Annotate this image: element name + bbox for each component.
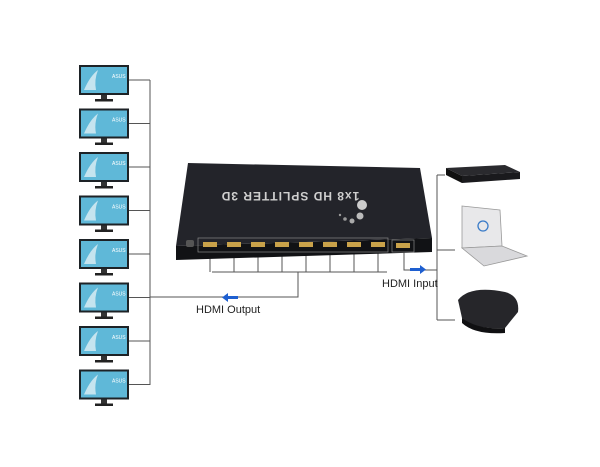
splitter-device: 1x8 HD SPLITTER 3D — [176, 163, 432, 260]
blu-ray-player — [446, 165, 520, 183]
input-arrow-icon — [410, 265, 426, 274]
power-jack — [186, 240, 194, 247]
hdmi-output-port — [323, 242, 337, 247]
monitor-brand: ASUS — [112, 118, 126, 124]
output-feed-line — [150, 272, 299, 298]
hdmi-input-label: HDMI Input — [382, 278, 438, 290]
monitor: ASUS — [79, 369, 150, 406]
monitor-brand: ASUS — [112, 161, 126, 167]
monitor: ASUS — [79, 152, 150, 189]
output-port-frame — [197, 237, 389, 253]
monitor: ASUS — [79, 239, 150, 276]
hdmi-output-label: HDMI Output — [196, 304, 261, 316]
game-console — [458, 289, 519, 334]
monitor-brand: ASUS — [112, 205, 126, 211]
hdmi-input-port — [396, 243, 410, 248]
hdmi-input-port-frame — [391, 239, 415, 253]
hdmi-output-port — [275, 242, 289, 247]
hdmi-output-port — [299, 242, 313, 247]
monitor: ASUS — [79, 65, 150, 102]
hdmi-output-port — [227, 242, 241, 247]
laptop — [460, 205, 529, 267]
input-feed-line — [403, 252, 437, 271]
monitor: ASUS — [79, 108, 150, 145]
monitor-brand: ASUS — [112, 335, 126, 341]
output-arrow-icon — [222, 293, 238, 302]
monitor-brand: ASUS — [112, 74, 126, 80]
hdmi-output-port — [347, 242, 361, 247]
monitor-brand: ASUS — [112, 292, 126, 298]
hdmi-output-port — [251, 242, 265, 247]
hdmi-output-port — [203, 242, 217, 247]
monitor-group: ASUS ASUS ASUS ASUS ASUS ASUS ASUS ASUS — [79, 65, 150, 406]
monitor-brand: ASUS — [112, 248, 126, 254]
hdmi-output-port — [371, 242, 385, 247]
source-branch-lines — [437, 174, 455, 321]
connection-lines — [149, 80, 455, 385]
monitor: ASUS — [79, 326, 150, 363]
monitor: ASUS — [79, 282, 150, 319]
device-label: 1x8 HD SPLITTER 3D — [221, 189, 360, 203]
monitor-brand: ASUS — [112, 379, 126, 385]
hdmi-output-ports — [197, 237, 389, 253]
monitor: ASUS — [79, 195, 150, 232]
